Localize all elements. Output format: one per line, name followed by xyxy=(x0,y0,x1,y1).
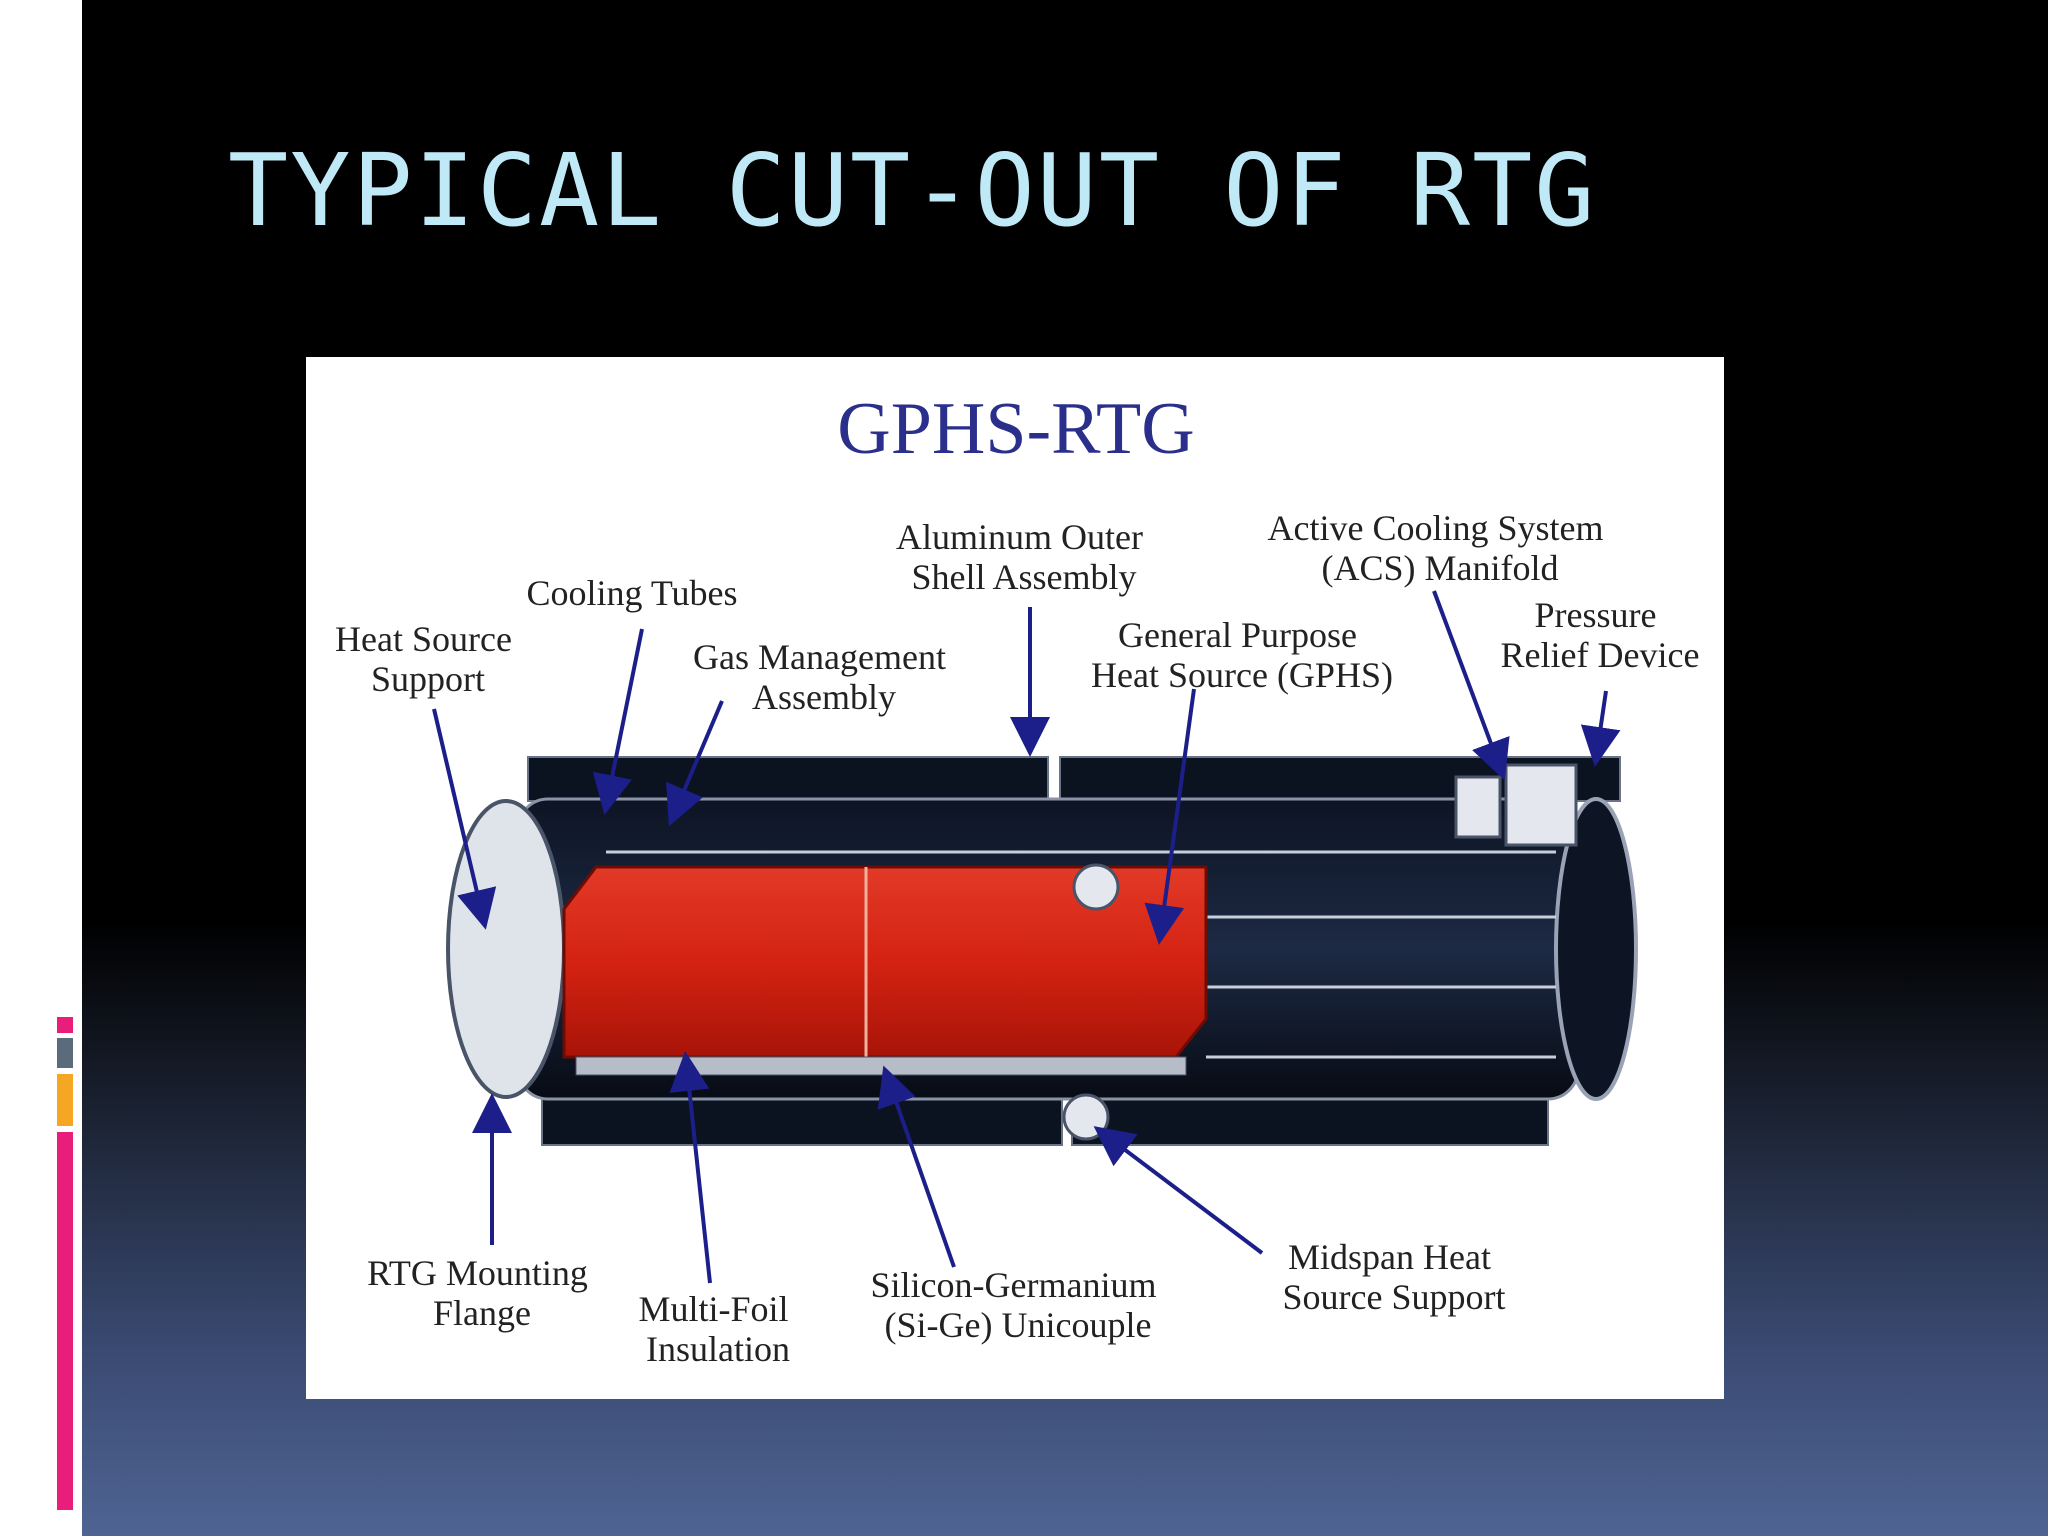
label-unicouple-line1: Silicon-Germanium xyxy=(871,1265,1157,1305)
label-heat-source-support: Heat Source Support xyxy=(335,619,521,699)
label-unicouple-line2: (Si-Ge) Unicouple xyxy=(885,1305,1152,1345)
label-acs-manifold-line2: (ACS) Manifold xyxy=(1322,548,1559,588)
label-aluminum-shell-line1: Aluminum Outer xyxy=(896,517,1143,557)
label-aluminum-shell-line2: Shell Assembly xyxy=(911,557,1136,597)
gphs-heat-source xyxy=(562,865,1208,1059)
rtg-cutaway-svg: GPHS-RTG xyxy=(335,388,1700,1369)
label-aluminum-shell: Aluminum Outer Shell Assembly xyxy=(896,517,1152,597)
accent-bar-pink-long xyxy=(57,1132,73,1510)
pressure-relief-block xyxy=(1504,763,1578,847)
label-mounting-flange-line1: RTG Mounting xyxy=(367,1253,588,1293)
midspan-support-top xyxy=(1072,863,1120,911)
label-multifoil-line2: Insulation xyxy=(646,1329,790,1369)
left-accent-strip xyxy=(0,0,82,1536)
label-pressure-relief-line1: Pressure xyxy=(1535,595,1657,635)
diagram-heading: GPHS-RTG xyxy=(837,388,1194,470)
label-gas-management-line2: Assembly xyxy=(752,677,896,717)
accent-bar-orange xyxy=(57,1074,73,1126)
right-end-cap xyxy=(1554,797,1638,1101)
label-multifoil: Multi-Foil Insulation xyxy=(638,1289,797,1369)
label-cooling-tubes: Cooling Tubes xyxy=(526,573,737,613)
rtg-diagram: GPHS-RTG xyxy=(306,357,1724,1399)
label-unicouple: Silicon-Germanium (Si-Ge) Unicouple xyxy=(871,1265,1166,1345)
label-heat-source-support-line1: Heat Source xyxy=(335,619,512,659)
label-gas-management: Gas Management Assembly xyxy=(693,637,955,717)
acs-manifold-block xyxy=(1454,775,1502,839)
label-midspan: Midspan Heat Source Support xyxy=(1283,1237,1506,1317)
slide-title: TYPICAL CUT-OUT OF RTG xyxy=(228,132,1597,249)
label-multifoil-line1: Multi-Foil xyxy=(638,1289,788,1329)
label-gas-management-line1: Gas Management xyxy=(693,637,946,677)
label-acs-manifold: Active Cooling System (ACS) Manifold xyxy=(1268,508,1613,588)
unicouple-row xyxy=(575,1056,1187,1076)
label-midspan-line1: Midspan Heat xyxy=(1288,1237,1491,1277)
label-gphs: General Purpose Heat Source (GPHS) xyxy=(1091,615,1393,695)
inner-tubes xyxy=(606,850,1556,1059)
label-pressure-relief-line2: Relief Device xyxy=(1501,635,1700,675)
label-gphs-line2: Heat Source (GPHS) xyxy=(1091,655,1393,695)
label-midspan-line2: Source Support xyxy=(1283,1277,1506,1317)
label-pressure-relief: Pressure Relief Device xyxy=(1501,595,1700,675)
label-acs-manifold-line1: Active Cooling System xyxy=(1268,508,1604,548)
label-heat-source-support-line2: Support xyxy=(371,659,485,699)
label-mounting-flange: RTG Mounting Flange xyxy=(367,1253,597,1333)
callout-arrows xyxy=(432,590,1621,1284)
label-mounting-flange-line2: Flange xyxy=(433,1293,531,1333)
accent-bar-pink-top xyxy=(57,1017,73,1033)
accent-bar-gray xyxy=(57,1038,73,1068)
label-gphs-line1: General Purpose xyxy=(1118,615,1357,655)
